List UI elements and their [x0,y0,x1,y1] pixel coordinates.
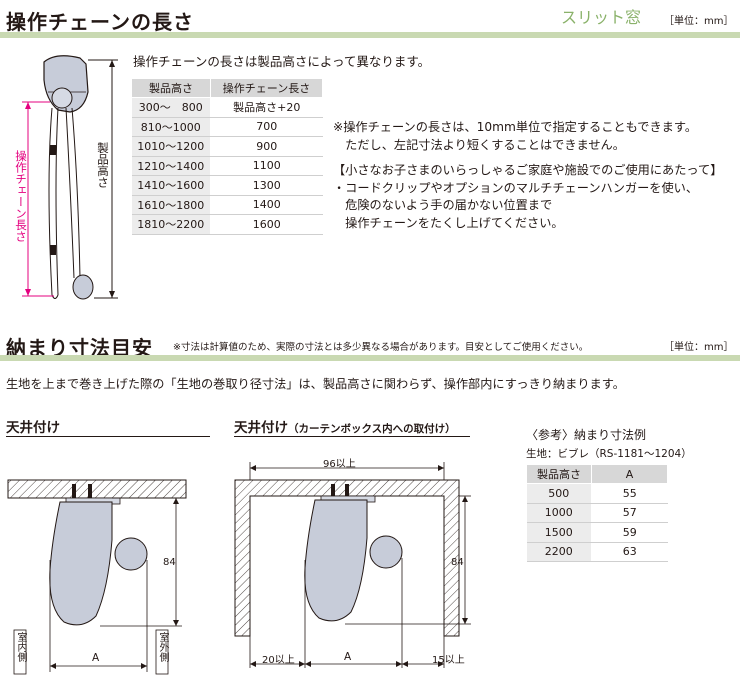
left-dim-height: 84 [163,557,176,568]
reference-fabric: 生地：ビブレ（RS-1181～1204） [526,448,692,460]
safety-line: ・コードクリップやオプションのマルチチェーンハンガーを使い、 [333,180,699,195]
middle-dim-left: 20以上 [262,655,295,666]
table-cell: 500 [526,483,592,504]
section2-unit: ［単位：mm］ [664,342,734,353]
section1-header: 操作チェーンの長さ スリット窓 ［単位：mm］ [0,0,740,40]
table-cell: 製品高さ+20 [210,97,323,118]
table-header: 製品高さ [131,78,211,98]
curtain-box-diagram [234,462,471,668]
section1-intro: 操作チェーンの長さは製品高さによって異なります。 [133,54,431,69]
table-cell: 57 [591,503,668,523]
section2-lead: 生地を上まで巻き上げた際の「生地の巻取り径寸法」は、製品高さに関わらず、操作部内… [6,377,625,391]
table-cell: 1610～1800 [131,195,211,215]
corner-label: スリット窓 [561,8,642,27]
table-cell: 2200 [526,542,592,562]
table-cell: 1810～2200 [131,214,211,235]
table-cell: 1410～1600 [131,175,211,196]
middle-dim-height: 84 [451,557,464,568]
table-cell: 59 [591,522,668,543]
table-cell: 1010～1200 [131,136,211,157]
table-cell: 63 [591,542,668,562]
table-cell: 1400 [210,195,323,215]
table-header: A [591,464,668,484]
note-line: ※操作チェーンの長さは、10mm単位で指定することもできます。 [333,120,698,134]
table-cell: 1100 [210,156,323,176]
table-header: 操作チェーン長さ [210,78,323,98]
middle-title-sub: （カーテンボックス内への取付け） [288,423,456,435]
safety-line: 危険のないよう手の届かない位置まで [333,198,553,212]
table-cell: 1210～1400 [131,156,211,176]
table-cell: 1300 [210,175,323,196]
section2-bar [0,355,740,361]
safety-line: 操作チェーンをたくし上げてください。 [333,215,564,230]
safety-note: 【小さなお子さまのいらっしゃるご家庭や施設でのご使用にあたって】 ・コードクリッ… [333,162,722,232]
left-dim-a: A [92,652,100,664]
section1-title: 操作チェーンの長さ [6,10,194,34]
middle-title-underline [234,436,470,437]
table-cell: 900 [210,136,323,157]
section1-unit: ［単位：mm］ [664,16,734,27]
middle-diagram-title: 天井付け（カーテンボックス内への取付け） [234,416,456,436]
table-cell: 55 [591,483,668,504]
outside-label: 室外側 [157,632,168,662]
ceiling-mount-diagram [7,479,187,675]
inside-label: 室内側 [15,632,26,662]
note-line: ただし、左記寸法より短くすることはできません。 [333,137,625,152]
table-cell: 300～ 800 [131,97,211,118]
chain-length-label: 操作チェーン長さ [14,150,28,242]
table-cell: 1600 [210,214,323,235]
safety-title: 【小さなお子さまのいらっしゃるご家庭や施設でのご使用にあたって】 [333,163,723,177]
product-height-label: 製品高さ [96,142,110,188]
reference-title: 〈参考〉納まり寸法例 [526,428,647,442]
section2-caution: ※寸法は計算値のため、実際の寸法とは多少異なる場合があります。目安としてご使用く… [173,342,589,353]
middle-dim-right: 15以上 [432,655,465,666]
table-cell: 1500 [526,522,592,543]
left-diagram-title: 天井付け [6,420,60,436]
table-cell: 810～1000 [131,117,211,137]
middle-title-main: 天井付け [234,420,288,436]
section2-header: 納まり寸法目安 ※寸法は計算値のため、実際の寸法とは多少異なる場合があります。目… [0,330,740,361]
table-cell: 700 [210,117,323,137]
table-header: 製品高さ [526,464,592,484]
section1-bar [0,32,740,38]
middle-dim-a: A [344,651,352,663]
middle-dim-top: 96以上 [323,459,356,470]
chain-note: ※操作チェーンの長さは、10mm単位で指定することもできます。 ただし、左記寸法… [333,119,697,154]
left-title-underline [6,436,210,437]
table-cell: 1000 [526,503,592,523]
chain-length-diagram [22,55,118,300]
